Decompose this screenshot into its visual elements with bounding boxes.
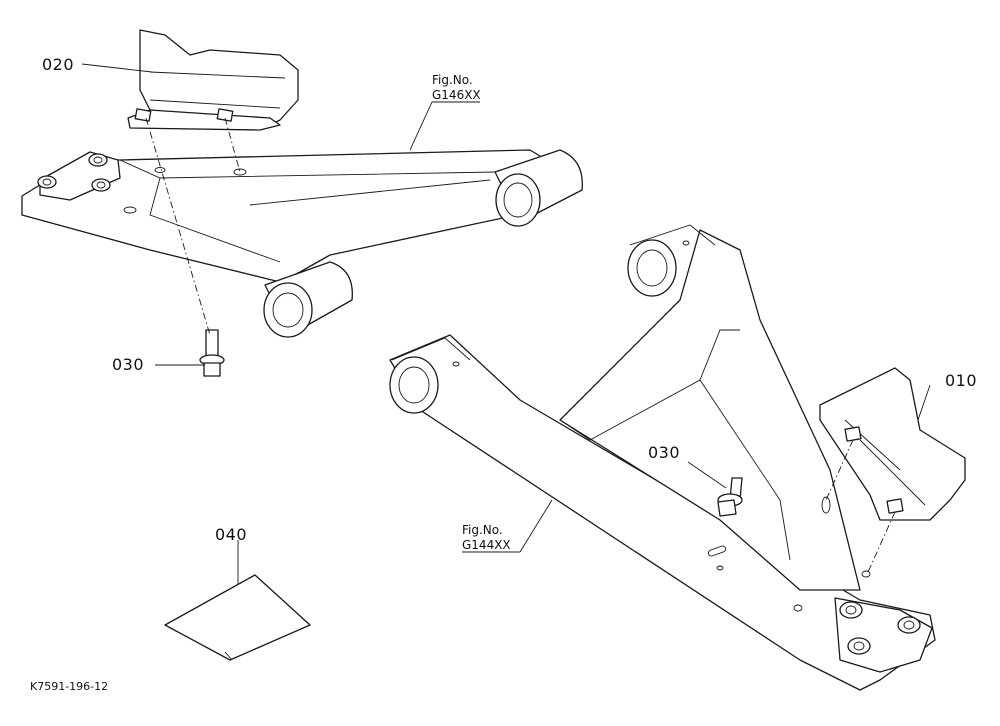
- guard-010: [819, 367, 966, 521]
- fig-ref-upper-line1: Fig.No.: [432, 73, 473, 87]
- bolt-030-upper: [199, 329, 225, 377]
- part-number-010: 010: [945, 371, 977, 390]
- guard-020: [127, 29, 299, 131]
- part-number-020: 020: [42, 55, 74, 74]
- part-number-030-lower: 030: [648, 443, 680, 462]
- lower-control-arm: [389, 224, 936, 691]
- part-number-040: 040: [215, 525, 247, 544]
- fig-ref-upper-line2: G146XX: [432, 88, 481, 102]
- part-number-030-upper: 030: [112, 355, 144, 374]
- leader-lines: [81, 63, 931, 585]
- drawing-code: K7591-196-12: [30, 680, 108, 693]
- bolt-030-lower: [717, 477, 743, 517]
- label-sheet-040: [164, 574, 311, 661]
- fig-ref-lower-line2: G144XX: [462, 538, 511, 552]
- assembly-lines: [145, 117, 896, 573]
- fig-ref-lower-line1: Fig.No.: [462, 523, 503, 537]
- upper-control-arm: [21, 149, 583, 338]
